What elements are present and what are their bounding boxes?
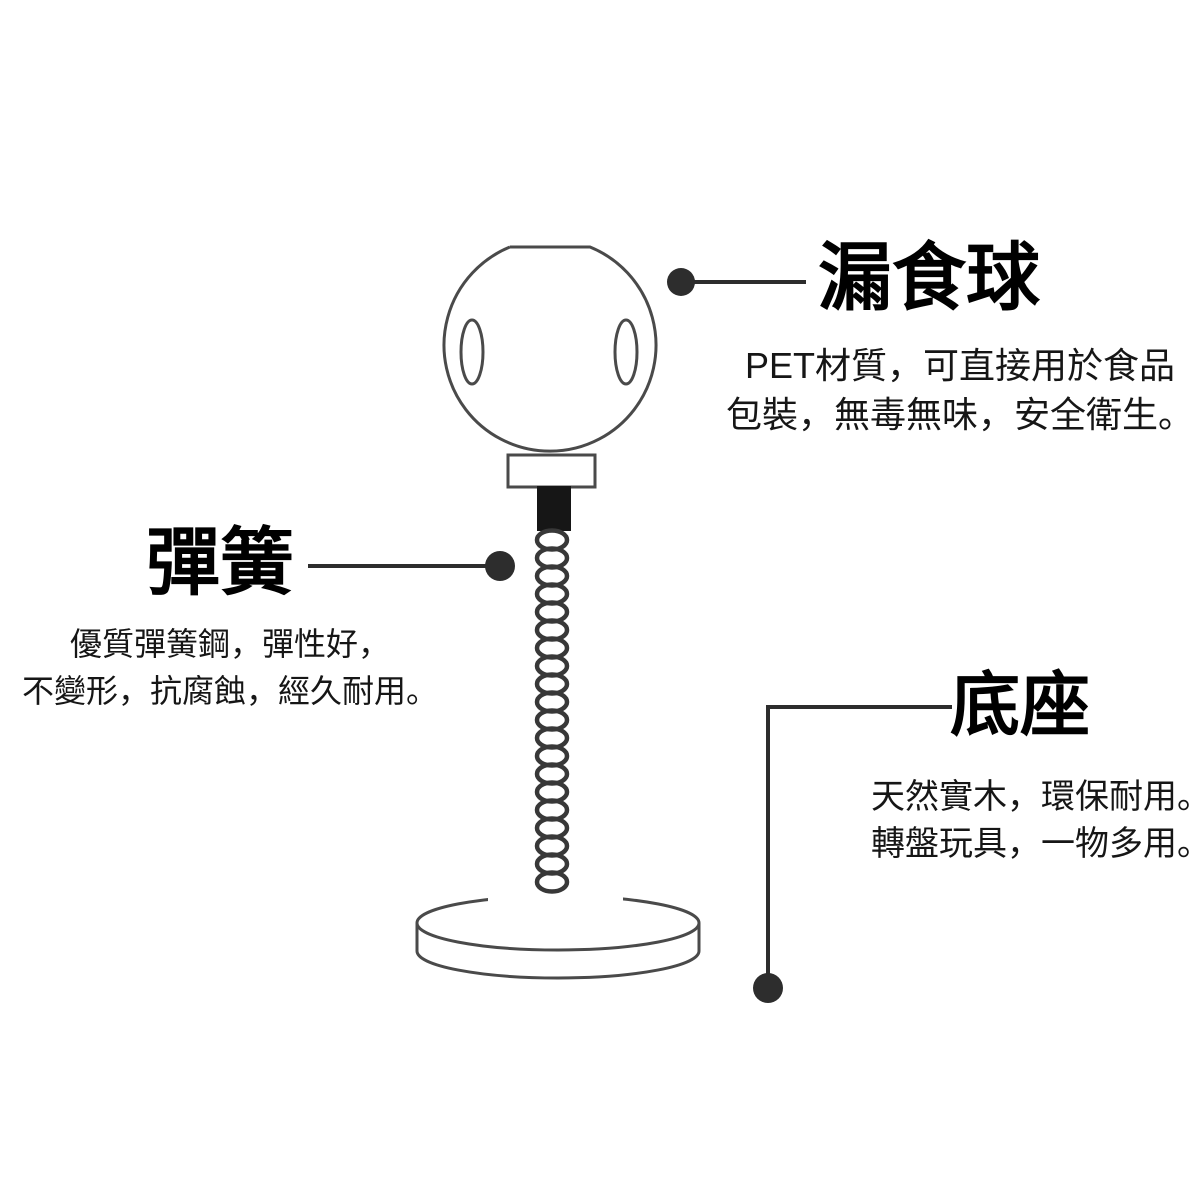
ball-right-hole	[613, 318, 639, 386]
base-description-line2: 轉盤玩具，一物多用。	[871, 825, 1200, 863]
ball-collar	[506, 453, 597, 489]
ball-left-hole	[459, 318, 485, 386]
ball-connector	[537, 486, 571, 531]
spring-description-line1: 優質彈簧鋼，彈性好，	[69, 626, 390, 662]
spring-callout	[308, 551, 515, 581]
ball-title: 漏食球	[818, 236, 1040, 319]
base-callout-dot	[753, 973, 783, 1003]
ball-outline	[442, 245, 658, 453]
spring-description-line2: 不變形，抗腐蝕，經久耐用。	[21, 673, 438, 709]
ball-description-line1: PET材質，可直接用於食品	[744, 345, 1175, 386]
ball-callout-dot	[667, 268, 695, 296]
ball-callout	[667, 268, 806, 296]
spring-drawing	[537, 531, 567, 892]
base-callout-line	[766, 705, 952, 976]
spring-callout-dot	[485, 551, 515, 581]
treat-ball-drawing	[442, 245, 658, 531]
base-description: 天然實木，環保耐用。 轉盤玩具，一物多用。	[860, 774, 1200, 868]
base-top-gap	[488, 891, 623, 905]
ball-description: PET材質，可直接用於食品 包裝，無毒無味，安全衛生。	[710, 341, 1200, 439]
spring-title: 彈簧	[146, 521, 294, 604]
base-title: 底座	[950, 666, 1090, 744]
base-callout	[753, 705, 952, 1003]
base-description-line1: 天然實木，環保耐用。	[871, 778, 1200, 816]
ball-description-line2: 包裝，無毒無味，安全衛生。	[725, 394, 1194, 435]
spring-description: 優質彈簧鋼，彈性好， 不變形，抗腐蝕，經久耐用。	[0, 621, 460, 715]
base-drawing	[415, 891, 701, 980]
